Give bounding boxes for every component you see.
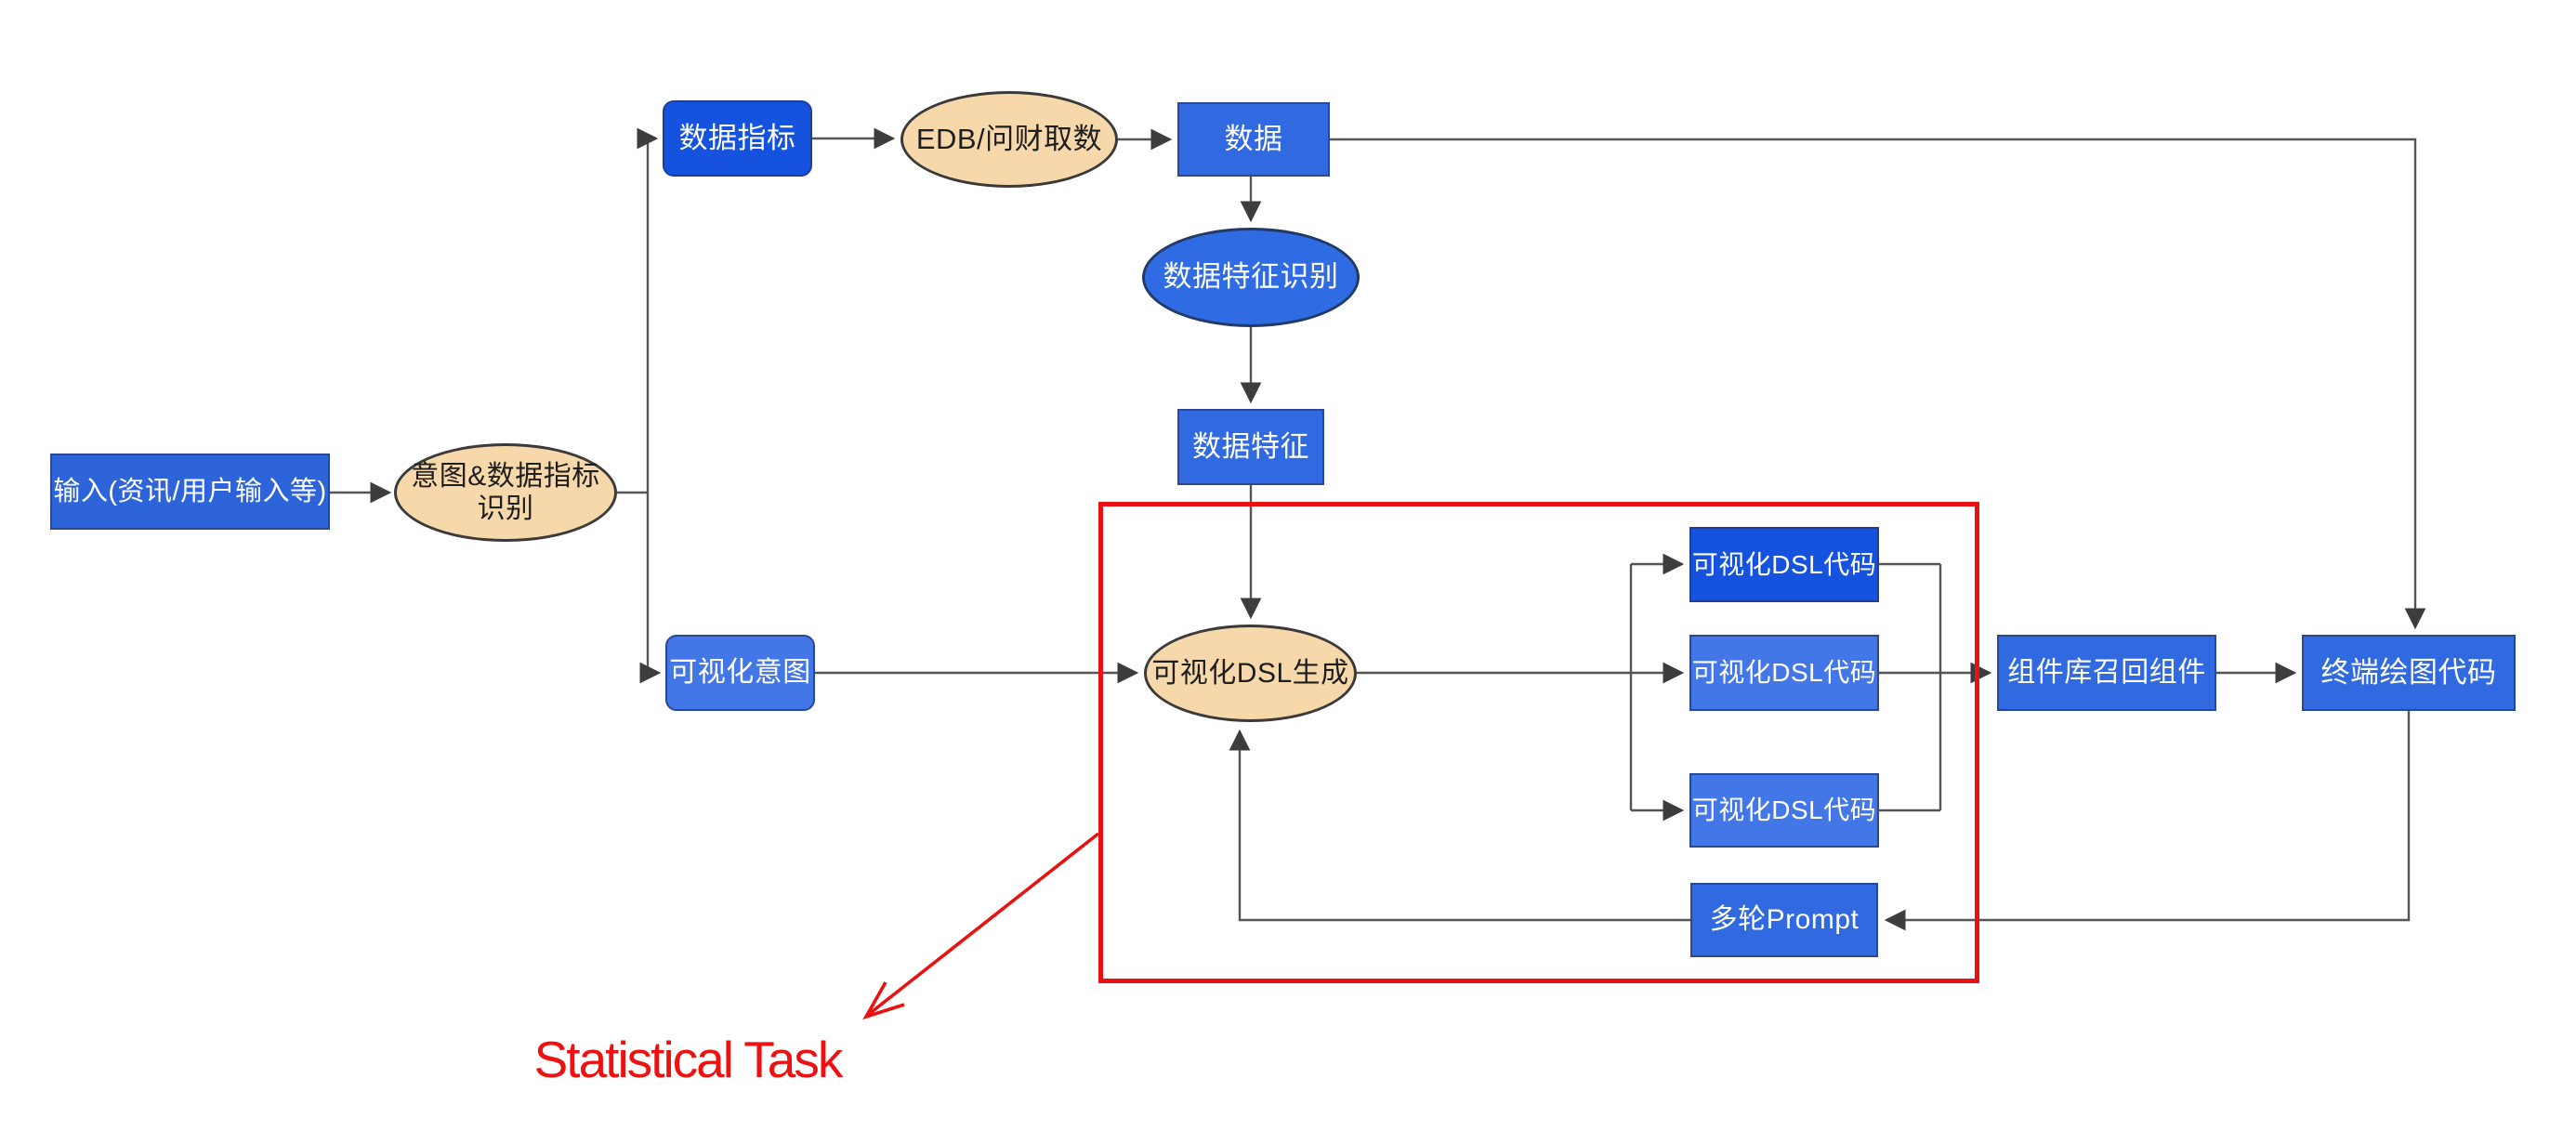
node-intent-recognition-ellipse: 意图&数据指标识别 [394, 443, 617, 542]
node-edb-data-fetch-ellipse: EDB/问财取数 [900, 91, 1118, 188]
node-data: 数据 [1177, 102, 1330, 177]
node-dsl-code-3: 可视化DSL代码 [1689, 773, 1879, 848]
annotation-arrowhead [862, 981, 905, 1020]
node-data-feature-recognition-ellipse: 数据特征识别 [1142, 228, 1360, 327]
node-dsl-code-2: 可视化DSL代码 [1689, 635, 1879, 711]
node-dsl-code-1: 可视化DSL代码 [1689, 527, 1879, 602]
node-data-indicator: 数据指标 [663, 100, 812, 177]
statistical-task-label: Statistical Task [533, 1031, 844, 1088]
node-visualization-intent: 可视化意图 [665, 635, 815, 711]
node-terminal-drawing-code: 终端绘图代码 [2302, 635, 2516, 711]
node-input: 输入(资讯/用户输入等) [50, 454, 330, 530]
node-data-feature: 数据特征 [1177, 409, 1324, 485]
node-dsl-generation-ellipse: 可视化DSL生成 [1144, 625, 1357, 722]
node-component-library-recall: 组件库召回组件 [1997, 635, 2216, 711]
statistical-task-highlight-box [1098, 502, 1979, 983]
annotation-arrow [866, 832, 1100, 1017]
node-multi-round-prompt: 多轮Prompt [1690, 883, 1878, 957]
